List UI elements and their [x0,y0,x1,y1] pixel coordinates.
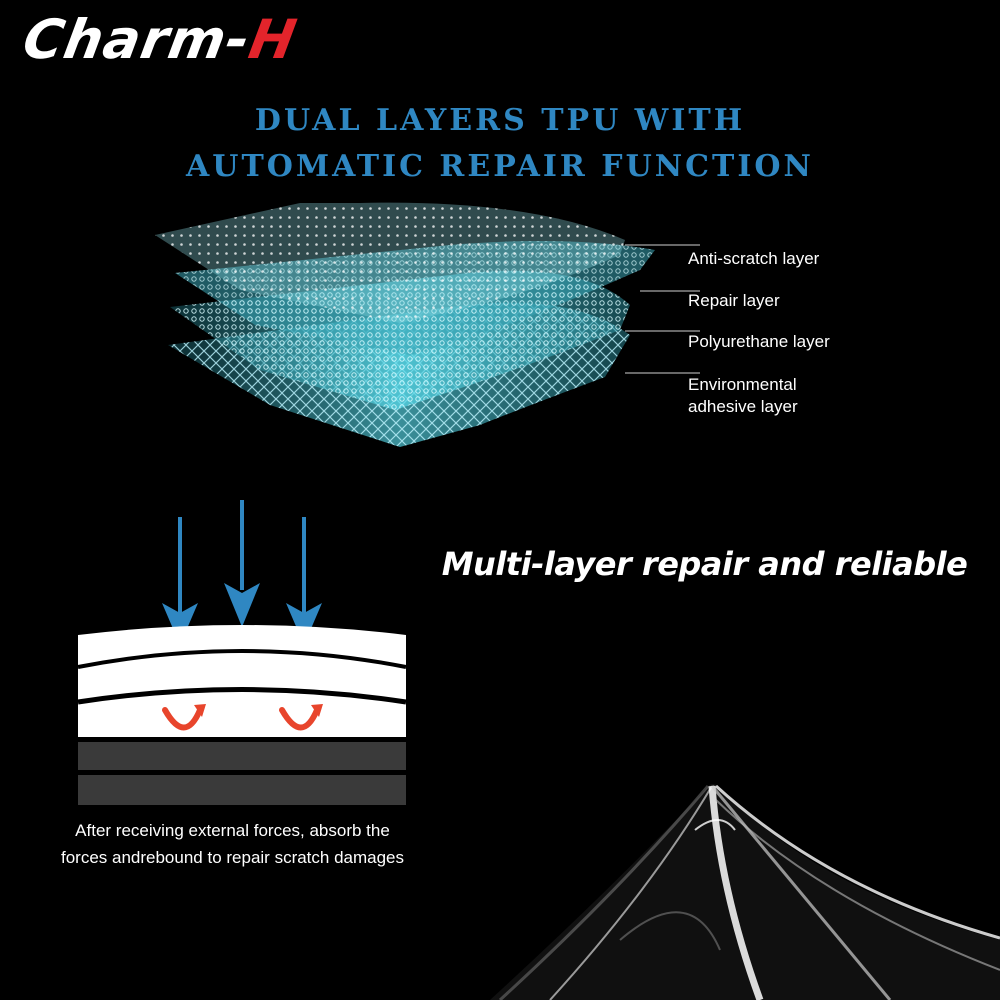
headline-line-1: DUAL LAYERS TPU WITH [254,103,746,138]
down-arrow-icon [286,517,322,645]
tagline: Multi-layer repair and reliable [441,545,968,583]
layer-label-repair: Repair layer [688,291,780,310]
rebound-arrow-icon [162,704,206,731]
layer-label-environmental-adhesive-line-1: Environmental [688,375,797,394]
repair-caption-line-2: forces andrebound to repair scratch dama… [60,848,405,867]
anti-scratch-layer-sheet [155,202,625,323]
layer-label-environmental-adhesive: Environmental adhesive layer [688,374,798,418]
rebound-arrow-icon [279,704,323,731]
brand-logo-text: Charm- [18,8,256,71]
brand-logo-accent: H [244,8,302,71]
repair-diagram [77,500,407,805]
headline: DUAL LAYERS TPU WITH AUTOMATIC REPAIR FU… [0,98,1000,190]
headline-line-2: AUTOMATIC REPAIR FUNCTION [186,149,814,184]
clear-film-illustration [490,784,1000,1000]
layer-label-anti-scratch: Anti-scratch layer [688,249,820,268]
brand-logo: Charm-H [18,8,301,71]
layer-label-environmental-adhesive-line-2: adhesive layer [688,397,798,416]
repair-caption-line-1: After receiving external forces, absorb … [75,821,390,840]
down-arrow-icon [224,500,260,627]
leader-lines [625,244,700,374]
down-arrow-icon [162,517,198,645]
repair-caption: After receiving external forces, absorb … [20,817,445,871]
layer-label-polyurethane: Polyurethane layer [688,332,830,351]
layer-stack-illustration [155,202,700,447]
